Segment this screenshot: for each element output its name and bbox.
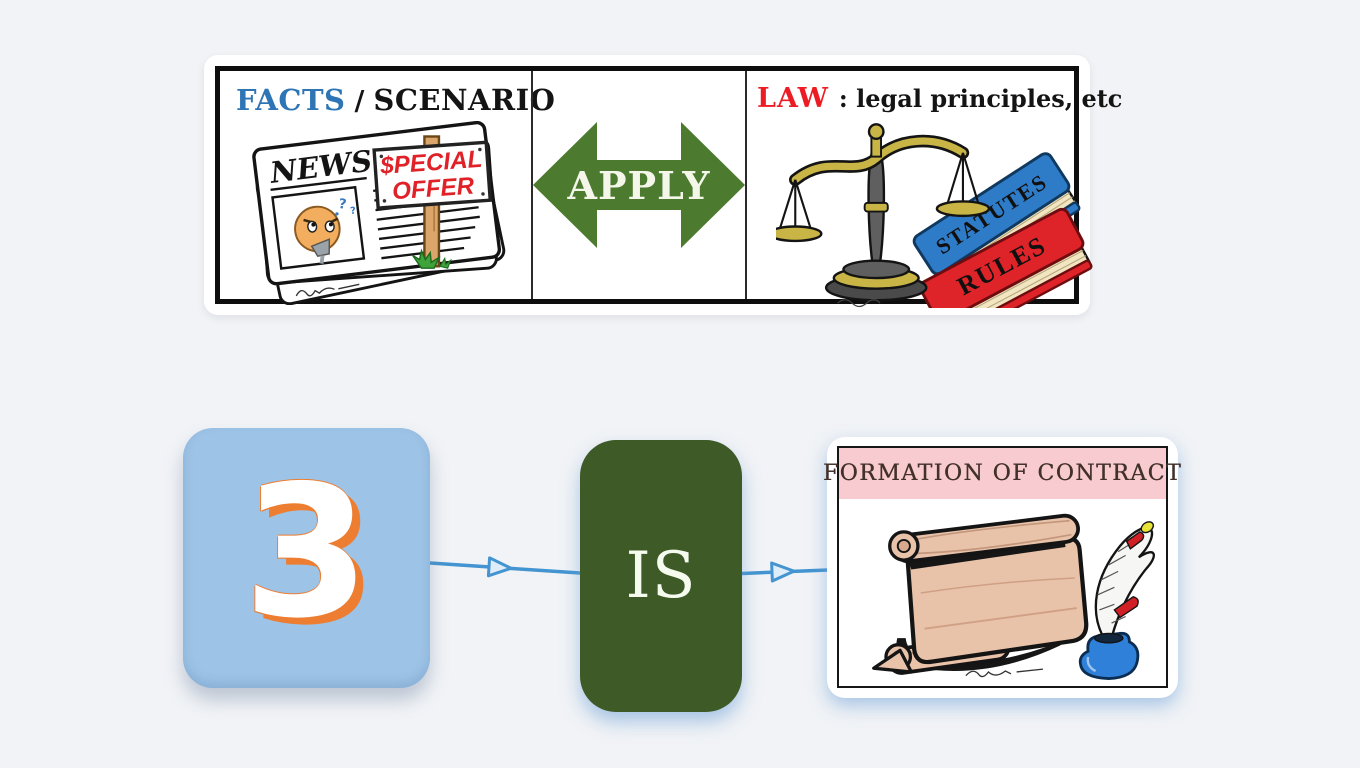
sign-line-2: OFFER [391,173,475,206]
facts-label: FACTS [236,83,346,117]
stacked-law-books: STATUTES RULES [912,152,1093,308]
connector-line-2 [741,568,829,576]
quill-pen-icon [1094,520,1155,648]
apply-section: APPLY [531,71,747,299]
is-connector-box: IS [580,440,742,712]
connector-line-1 [429,561,581,575]
grass-icon [411,248,441,269]
panel-frame: FACTS / SCENARIO NEWS [215,66,1122,308]
svg-text:?: ? [337,196,347,213]
parchment-scroll-icon [871,513,1088,677]
scales-and-books-icon: STATUTES RULES [775,123,1093,308]
special-offer-sign: $PECIAL OFFER [371,135,492,269]
law-subtitle: : legal principles, etc [838,84,1123,113]
scenario-label: SCENARIO [373,83,556,117]
arrowhead-icon [486,556,513,578]
artist-signature [295,283,359,297]
law-label: LAW [757,83,829,114]
newspaper-cartoon-icon: NEWS ? ? [251,121,505,305]
result-illustration-area [839,499,1166,686]
thinking-face-icon: ? ? [293,196,356,264]
step-number: 3 [243,446,370,658]
apply-label: APPLY [566,163,710,208]
artist-signature [836,299,881,308]
svg-text:?: ? [349,206,356,218]
scales-of-justice-icon [775,123,990,308]
result-frame: FORMATION OF CONTRACT [823,446,1181,688]
law-section: LAW : legal principles, etc STATUTES [747,71,1122,308]
facts-header: FACTS / SCENARIO [220,77,555,119]
grass-icon [438,256,452,269]
formation-of-contract-card: FORMATION OF CONTRACT [823,437,1181,698]
step-number-box: 3 [183,428,430,688]
law-application-panel: FACTS / SCENARIO NEWS [204,55,1122,315]
facts-scenario-section: FACTS / SCENARIO NEWS [220,71,555,305]
facts-separator: / [354,86,365,117]
law-header: LAW : legal principles, etc [747,77,1122,116]
artist-signature [964,667,1043,677]
result-title: FORMATION OF CONTRACT [822,461,1183,486]
inkwell-icon [1078,631,1139,680]
result-header: FORMATION OF CONTRACT [823,448,1181,499]
double-headed-arrow-icon: APPLY [533,122,745,248]
arrowhead-icon [770,561,796,583]
is-label: IS [625,539,697,613]
scroll-and-quill-icon [871,513,1155,680]
rules-book: RULES [918,207,1093,308]
